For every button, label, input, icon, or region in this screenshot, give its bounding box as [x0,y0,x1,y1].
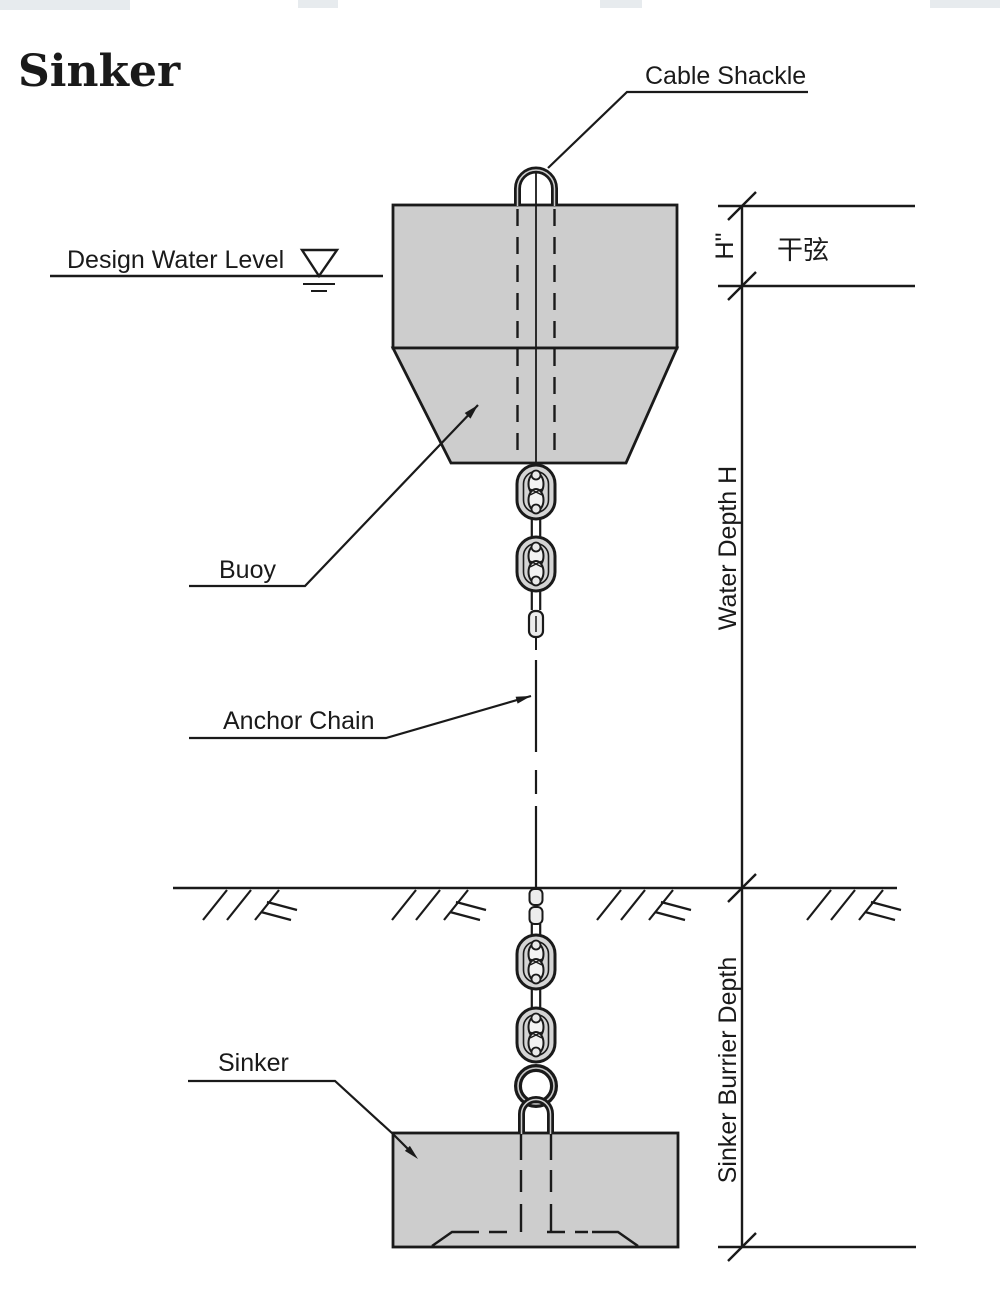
buoy-assembly [390,166,680,465]
scan-artifacts [0,0,1000,10]
water-level-ticks [303,283,335,292]
cable-shackle-loop-highlight [516,169,556,206]
embedded-legs-solid [519,1134,553,1160]
chain-piece [528,906,544,925]
buoy-lower-cone [390,346,680,465]
chain-piece [528,888,544,906]
label-cable-shackle: Cable Shackle [547,62,808,169]
sinker-assembly [391,1096,680,1249]
recess-left [431,1230,479,1247]
buoy-label: Buoy [219,556,276,584]
anchor-chain-leader [189,694,532,740]
dimension-system: H" 干弦 Water Depth H Sinker Burrier Depth [711,191,916,1262]
water-depth-label: Water Depth H [714,466,742,630]
dimension-ticks [727,191,757,1262]
cable-shackle-leader [547,90,808,169]
label-sinker: Sinker [188,1049,418,1159]
freeboard-cn-label: 干弦 [777,235,829,265]
sinker-block [391,1131,680,1249]
sinker-burial-depth-label: Sinker Burrier Depth [714,957,742,1183]
buoy-leader [189,404,479,588]
design-water-level: Design Water Level [50,246,383,292]
anchor-ring-highlight [517,1067,555,1105]
embedded-legs-hidden [519,1170,553,1232]
page-title: Sinker [18,46,181,97]
chain-connector [530,517,542,539]
anchor-chain-leader-arrow [515,696,531,704]
sinker-leader-arrow [404,1145,418,1159]
anchor-chain-label: Anchor Chain [223,707,374,735]
upper-chain [515,463,557,650]
sinker-label: Sinker [218,1049,289,1077]
water-level-triangle-icon [299,248,340,279]
lower-chain [514,888,558,1108]
buoy-leader-arrow [464,405,478,419]
sinker-leader [188,1079,415,1156]
label-anchor-chain: Anchor Chain [189,694,532,740]
design-water-level-label: Design Water Level [67,246,284,274]
cable-shackle-label: Cable Shackle [645,62,806,90]
recess-right [592,1230,639,1247]
chain-connector [530,589,542,610]
buoy-upper-body [391,203,679,350]
label-buoy: Buoy [189,404,479,588]
sinker-shackle-highlight [520,1098,552,1134]
freeboard-dim-label: H" [711,233,739,260]
chain-connector [530,988,542,1009]
